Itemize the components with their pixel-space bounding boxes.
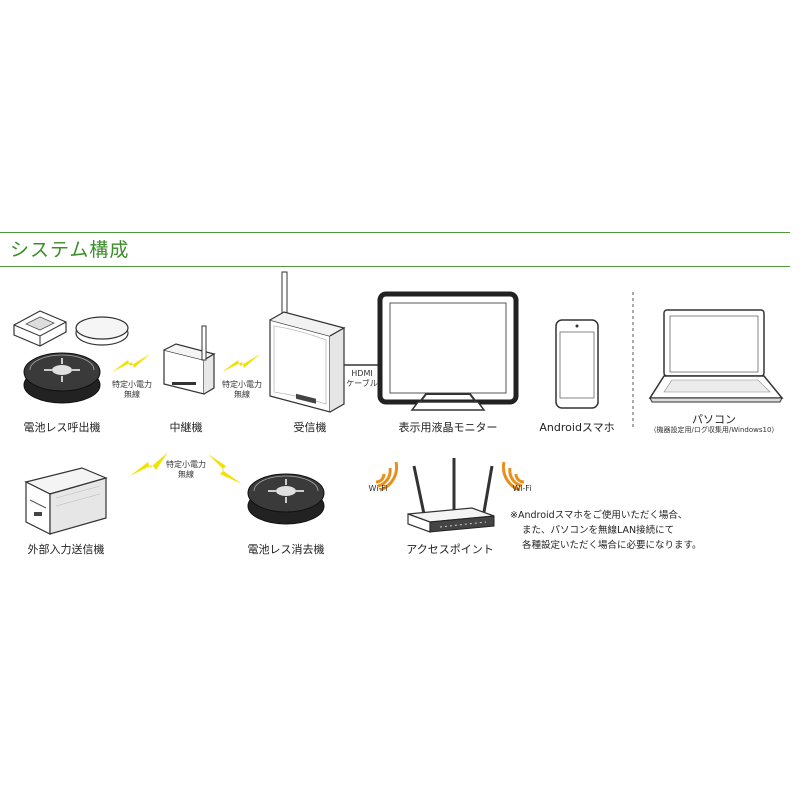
wifi-label-right: Wi-Fi [512, 484, 532, 493]
wifi-label-left: Wi-Fi [368, 484, 388, 493]
repeater-label: 中継機 [169, 421, 203, 434]
note-line: ※Androidスマホをご使用いただく場合、 [510, 510, 688, 521]
monitor-label: 表示用液晶モニター [398, 421, 498, 434]
round-button-icon [75, 316, 129, 346]
smartphone-icon [555, 319, 599, 409]
header-rule-bottom [0, 266, 790, 267]
usage-note: ※Androidスマホをご使用いただく場合、 また、パソコンを無線LAN接続にて… [510, 508, 702, 553]
remote-pager-icon [13, 310, 67, 347]
monitor-icon [377, 291, 519, 411]
radio-label-text: 特定小電力 [222, 380, 262, 389]
radio-label-text: 無線 [178, 470, 194, 479]
repeater-icon [163, 325, 216, 395]
receiver-label: 受信機 [293, 421, 327, 434]
note-line: また、パソコンを無線LAN接続にて [522, 525, 675, 536]
external-transmitter-label: 外部入力送信機 [27, 543, 105, 556]
wifi-signal-icon [375, 461, 399, 492]
cancel-unit-icon [247, 473, 325, 525]
radio-label-text: 無線 [124, 390, 140, 399]
cancel-unit-label: 電池レス消去機 [247, 543, 325, 556]
call-unit-icon [23, 352, 101, 404]
radio-bolt-icon [130, 452, 168, 476]
radio-label-3: 特定小電力 無線 [166, 460, 206, 480]
hdmi-label-text: ケーブル [346, 379, 378, 388]
radio-label-text: 特定小電力 [166, 460, 206, 469]
hdmi-label: HDMI ケーブル [346, 369, 378, 389]
router-icon [407, 458, 495, 533]
wifi-signal-icon [501, 461, 525, 492]
pc-label: パソコン [692, 413, 736, 426]
laptop-icon [648, 309, 784, 403]
radio-label-2: 特定小電力 無線 [222, 380, 262, 400]
radio-label-text: 特定小電力 [112, 380, 152, 389]
radio-bolt-icon [208, 454, 242, 484]
radio-label-text: 無線 [234, 390, 250, 399]
receiver-icon [269, 271, 346, 413]
note-line: 各種設定いただく場合に必要になります。 [522, 540, 702, 551]
access-point-label: アクセスポイント [406, 543, 494, 556]
call-unit-label: 電池レス呼出機 [23, 421, 101, 434]
smartphone-label: Androidスマホ [539, 421, 615, 434]
external-transmitter-icon [24, 467, 108, 535]
pc-sublabel: （機器設定用/ログ収集用/Windows10） [649, 426, 779, 434]
radio-label-1: 特定小電力 無線 [112, 380, 152, 400]
header-rule-top [0, 232, 790, 233]
radio-bolt-icon [222, 354, 260, 372]
page-title: システム構成 [10, 239, 130, 261]
hdmi-label-text: HDMI [351, 369, 373, 378]
radio-bolt-icon [112, 354, 150, 372]
